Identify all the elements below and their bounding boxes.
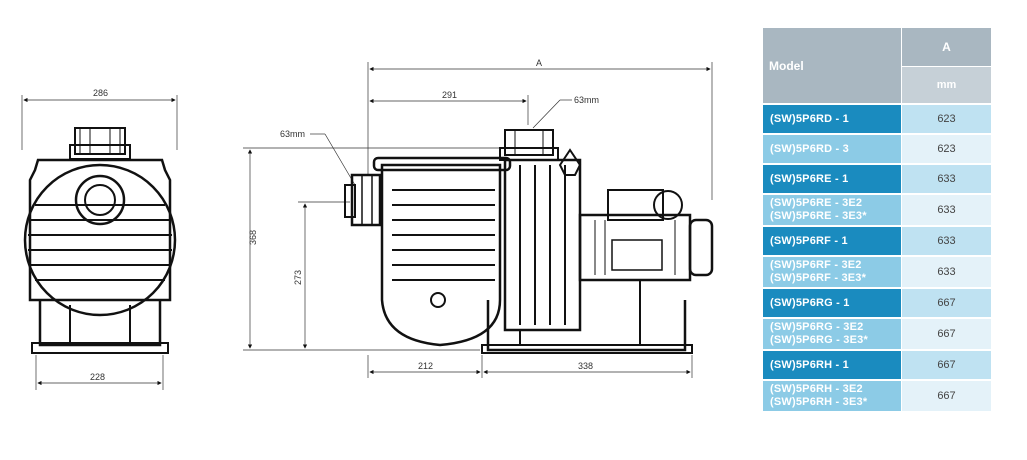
model-name: (SW)5P6RD - 3	[770, 142, 849, 155]
model-cell: (SW)5P6RE - 3E2(SW)5P6RE - 3E3*	[763, 193, 902, 226]
table-row: (SW)5P6RH - 1 667	[763, 349, 991, 380]
model-cell: (SW)5P6RE - 1	[763, 163, 902, 194]
model-cell: (SW)5P6RG - 1	[763, 287, 902, 318]
dimension-a-value: 623	[901, 103, 991, 134]
dimension-a-value: 633	[901, 255, 991, 288]
model-name: (SW)5P6RE - 3E2	[770, 197, 863, 209]
dimension-a-value: 667	[901, 287, 991, 318]
dimension-a-value: 667	[901, 379, 991, 411]
dim-outlet-port: 63mm	[574, 95, 599, 105]
unit-header: mm	[901, 66, 991, 104]
dim-front-width-base: 228	[90, 372, 105, 382]
dimension-a-value: 633	[901, 163, 991, 194]
table-row: (SW)5P6RE - 1 633	[763, 163, 991, 194]
table-row: (SW)5P6RD - 1 623	[763, 103, 991, 134]
model-cell: (SW)5P6RD - 3	[763, 133, 902, 164]
dim-front-width-top: 286	[93, 88, 108, 98]
table-row: (SW)5P6RF - 3E2(SW)5P6RF - 3E3*633	[763, 255, 991, 288]
model-cell: (SW)5P6RG - 3E2(SW)5P6RG - 3E3*	[763, 317, 902, 350]
model-name: (SW)5P6RG - 1	[770, 296, 850, 309]
model-column-header: Model	[763, 28, 902, 105]
table-row: (SW)5P6RG - 3E2(SW)5P6RG - 3E3*667	[763, 317, 991, 350]
model-name: (SW)5P6RF - 3E2	[770, 259, 862, 271]
a-column-header: A	[901, 28, 991, 67]
table-row: (SW)5P6RE - 3E2(SW)5P6RE - 3E3*633	[763, 193, 991, 226]
dim-inlet-offset: 291	[442, 90, 457, 100]
model-name: (SW)5P6RE - 3E3*	[770, 210, 867, 222]
model-name: (SW)5P6RG - 3E3*	[770, 334, 868, 346]
model-name: (SW)5P6RF - 1	[770, 234, 848, 247]
dim-base-front: 212	[418, 361, 433, 371]
model-name: (SW)5P6RE - 1	[770, 172, 849, 185]
model-name: (SW)5P6RG - 3E2	[770, 321, 864, 333]
pump-technical-drawing: 286 228	[21, 58, 714, 390]
table-row: (SW)5P6RD - 3 623	[763, 133, 991, 164]
dimension-a-value: 623	[901, 133, 991, 164]
table-row: (SW)5P6RG - 1 667	[763, 287, 991, 318]
model-name: (SW)5P6RD - 1	[770, 112, 849, 125]
model-cell: (SW)5P6RD - 1	[763, 103, 902, 134]
dim-overall-height: 368	[248, 230, 258, 245]
dimension-a-value: 667	[901, 349, 991, 380]
model-name: (SW)5P6RF - 3E3*	[770, 272, 867, 284]
dim-inlet-height: 273	[293, 270, 303, 285]
dimension-a-value: 667	[901, 317, 991, 350]
model-name: (SW)5P6RH - 1	[770, 358, 849, 371]
table-row: (SW)5P6RF - 1 633	[763, 225, 991, 256]
side-view: A 291 63mm 63mm 368 273	[243, 58, 714, 378]
model-cell: (SW)5P6RF - 3E2(SW)5P6RF - 3E3*	[763, 255, 902, 288]
model-name: (SW)5P6RH - 3E2	[770, 383, 863, 395]
front-view: 286 228	[21, 88, 178, 390]
dimension-a-value: 633	[901, 225, 991, 256]
model-cell: (SW)5P6RH - 1	[763, 349, 902, 380]
model-name: (SW)5P6RH - 3E3*	[770, 396, 868, 408]
dim-overall-length: A	[536, 58, 542, 68]
dim-base-rear: 338	[578, 361, 593, 371]
table-row: (SW)5P6RH - 3E2(SW)5P6RH - 3E3*667	[763, 379, 991, 411]
model-cell: (SW)5P6RF - 1	[763, 225, 902, 256]
dimension-a-value: 633	[901, 193, 991, 226]
dim-inlet-port: 63mm	[280, 129, 305, 139]
model-cell: (SW)5P6RH - 3E2(SW)5P6RH - 3E3*	[763, 379, 902, 411]
